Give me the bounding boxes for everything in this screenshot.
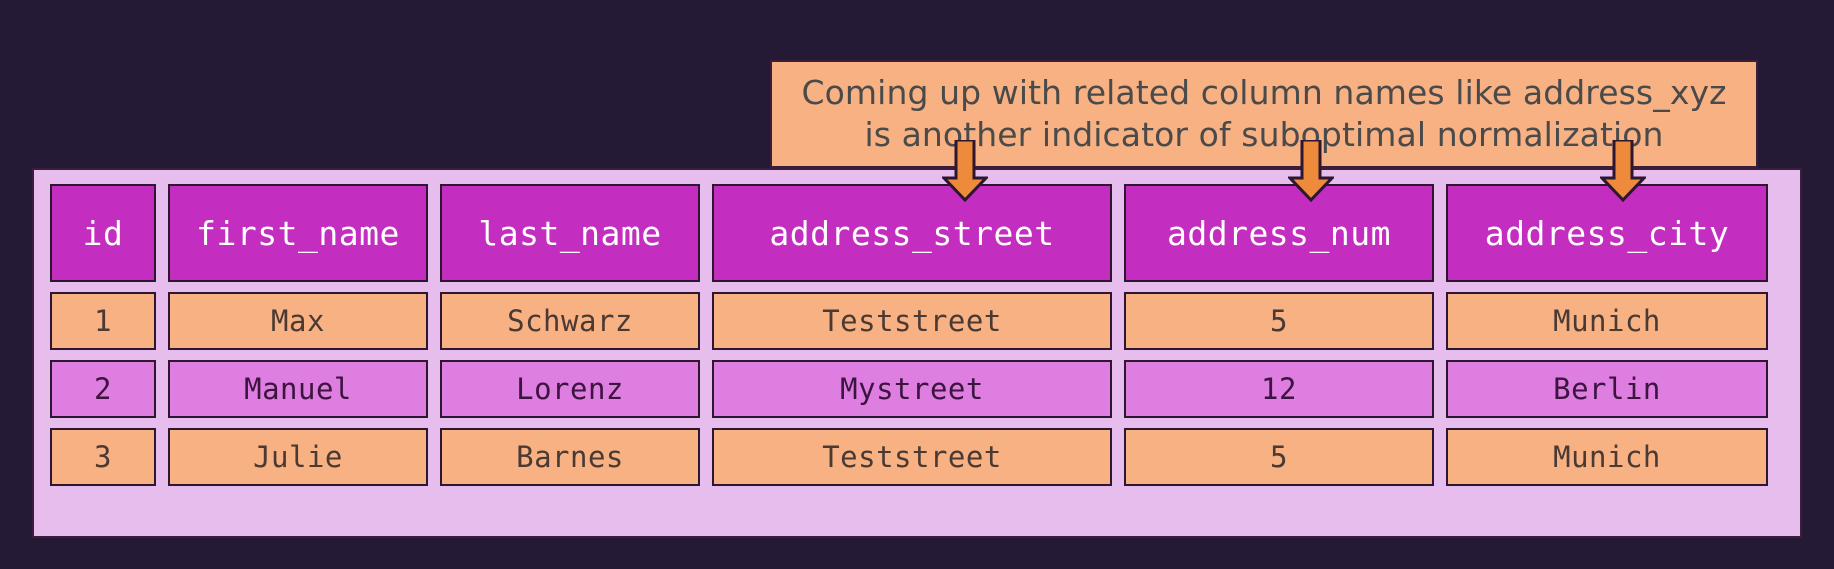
column-header-id: id xyxy=(50,184,156,282)
cell-address-city: Berlin xyxy=(1446,360,1768,418)
table-header-row: id first_name last_name address_street a… xyxy=(50,184,1784,282)
arrow-address-city-icon xyxy=(1600,140,1646,202)
arrow-address-num-icon xyxy=(1288,140,1334,202)
cell-address-city: Munich xyxy=(1446,428,1768,486)
cell-last-name: Schwarz xyxy=(440,292,700,350)
table-row: 1 Max Schwarz Teststreet 5 Munich xyxy=(50,292,1784,350)
column-header-first-name: first_name xyxy=(168,184,428,282)
cell-id: 3 xyxy=(50,428,156,486)
callout-box: Coming up with related column names like… xyxy=(770,60,1758,168)
table-row: 2 Manuel Lorenz Mystreet 12 Berlin xyxy=(50,360,1784,418)
cell-address-num: 5 xyxy=(1124,292,1434,350)
cell-address-num: 5 xyxy=(1124,428,1434,486)
cell-address-street: Teststreet xyxy=(712,292,1112,350)
cell-first-name: Max xyxy=(168,292,428,350)
cell-last-name: Lorenz xyxy=(440,360,700,418)
cell-address-street: Teststreet xyxy=(712,428,1112,486)
column-header-address-street: address_street xyxy=(712,184,1112,282)
cell-id: 1 xyxy=(50,292,156,350)
cell-address-city: Munich xyxy=(1446,292,1768,350)
cell-last-name: Barnes xyxy=(440,428,700,486)
cell-first-name: Julie xyxy=(168,428,428,486)
cell-address-num: 12 xyxy=(1124,360,1434,418)
column-header-address-num: address_num xyxy=(1124,184,1434,282)
cell-address-street: Mystreet xyxy=(712,360,1112,418)
arrow-address-street-icon xyxy=(942,140,988,202)
cell-id: 2 xyxy=(50,360,156,418)
cell-first-name: Manuel xyxy=(168,360,428,418)
column-header-last-name: last_name xyxy=(440,184,700,282)
data-table-panel: id first_name last_name address_street a… xyxy=(32,168,1802,538)
table-row: 3 Julie Barnes Teststreet 5 Munich xyxy=(50,428,1784,486)
callout-text: Coming up with related column names like… xyxy=(801,72,1727,154)
